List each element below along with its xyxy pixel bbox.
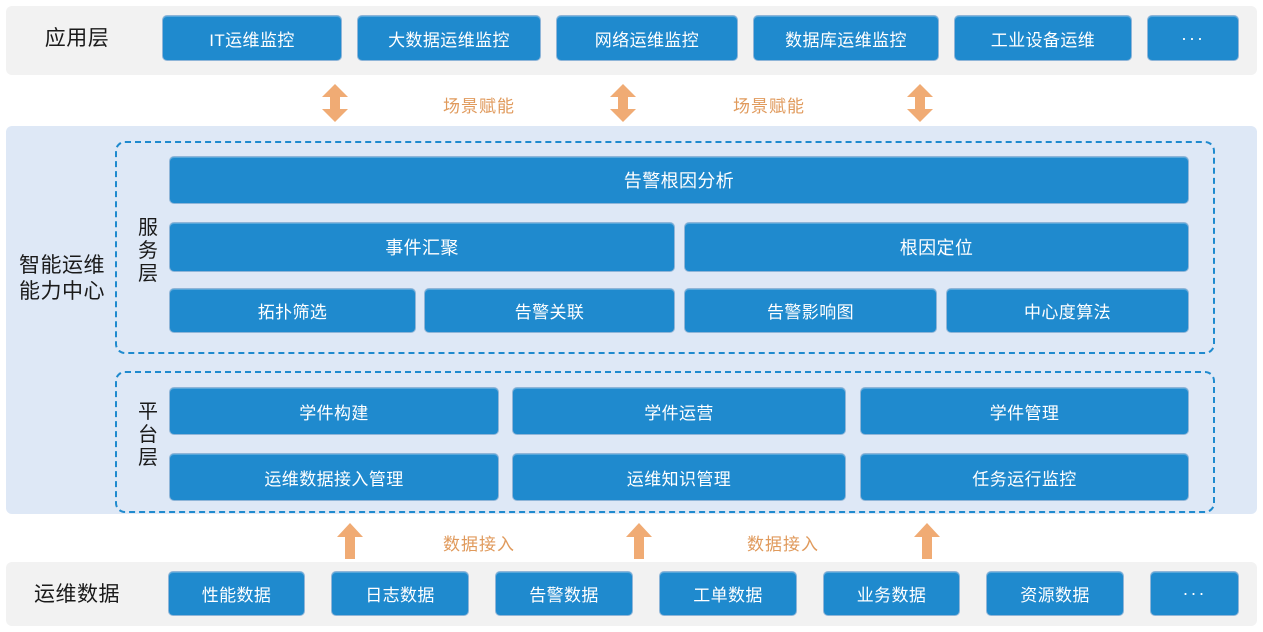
service-layer-label: 服务层 xyxy=(138,217,158,285)
application-layer-label: 应用层 xyxy=(44,27,110,50)
data-access-connector-row: 数据接入 数据接入 xyxy=(0,517,1263,563)
data-tile-resource[interactable]: 资源数据 xyxy=(986,571,1124,616)
scenario-enablement-connector-row: 场景赋能 场景赋能 xyxy=(0,80,1263,126)
plat-tile-ops-knowledge-management[interactable]: 运维知识管理 xyxy=(512,453,846,501)
app-tile-industrial-ops[interactable]: 工业设备运维 xyxy=(954,15,1132,61)
data-access-label-2: 数据接入 xyxy=(747,535,819,554)
intelligent-ops-center-label: 智能运维能力中心 xyxy=(19,254,105,303)
svc-tile-centrality-algorithm[interactable]: 中心度算法 xyxy=(946,288,1189,333)
data-tile-business[interactable]: 业务数据 xyxy=(823,571,960,616)
data-tile-ticket[interactable]: 工单数据 xyxy=(659,571,797,616)
svc-tile-topology-filter[interactable]: 拓扑筛选 xyxy=(169,288,416,333)
app-tile-bigdata-ops[interactable]: 大数据运维监控 xyxy=(357,15,541,61)
double-headed-vertical-arrow-icon xyxy=(610,84,636,122)
plat-tile-task-run-monitoring[interactable]: 任务运行监控 xyxy=(860,453,1189,501)
scenario-enablement-label-2: 场景赋能 xyxy=(733,97,805,116)
data-tile-more[interactable]: ··· xyxy=(1150,571,1239,616)
svc-tile-alarm-root-cause-analysis[interactable]: 告警根因分析 xyxy=(169,156,1189,204)
double-headed-vertical-arrow-icon xyxy=(907,84,933,122)
svc-tile-root-cause-location[interactable]: 根因定位 xyxy=(684,222,1189,272)
plat-tile-ops-data-access-management[interactable]: 运维数据接入管理 xyxy=(169,453,499,501)
platform-layer-label: 平台层 xyxy=(138,401,158,469)
up-arrow-icon xyxy=(337,523,363,559)
platform-layer-group xyxy=(115,371,1215,513)
svc-tile-event-aggregation[interactable]: 事件汇聚 xyxy=(169,222,675,272)
service-layer-group xyxy=(115,141,1215,354)
app-tile-network-ops[interactable]: 网络运维监控 xyxy=(556,15,738,61)
plat-tile-learware-construction[interactable]: 学件构建 xyxy=(169,387,499,435)
data-access-label-1: 数据接入 xyxy=(443,535,515,554)
app-tile-more[interactable]: ··· xyxy=(1147,15,1239,61)
up-arrow-icon xyxy=(914,523,940,559)
up-arrow-icon xyxy=(626,523,652,559)
data-tile-performance[interactable]: 性能数据 xyxy=(168,571,305,616)
app-tile-database-ops[interactable]: 数据库运维监控 xyxy=(753,15,939,61)
plat-tile-learware-management[interactable]: 学件管理 xyxy=(860,387,1189,435)
data-tile-alarm[interactable]: 告警数据 xyxy=(495,571,633,616)
scenario-enablement-label-1: 场景赋能 xyxy=(443,97,515,116)
app-tile-it-ops[interactable]: IT运维监控 xyxy=(162,15,342,61)
double-headed-vertical-arrow-icon xyxy=(322,84,348,122)
plat-tile-learware-operation[interactable]: 学件运营 xyxy=(512,387,846,435)
svc-tile-alarm-correlation[interactable]: 告警关联 xyxy=(424,288,675,333)
data-tile-log[interactable]: 日志数据 xyxy=(331,571,469,616)
ops-data-layer-label: 运维数据 xyxy=(34,583,120,606)
svc-tile-alarm-impact-graph[interactable]: 告警影响图 xyxy=(684,288,937,333)
